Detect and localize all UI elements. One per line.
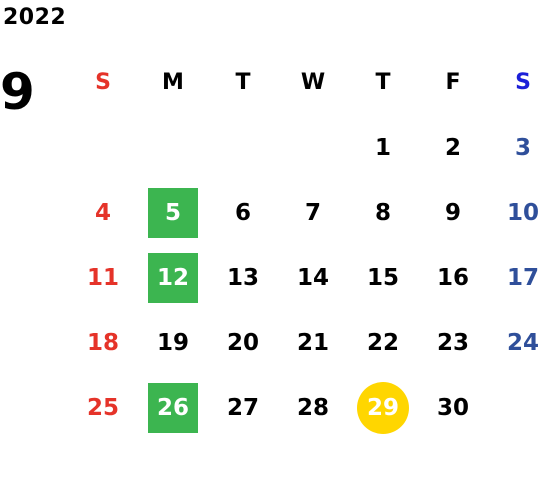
- day-cell-16[interactable]: 16: [436, 264, 469, 291]
- day-highlight-green: 5: [148, 187, 198, 238]
- weekday-header-thu: T: [375, 70, 391, 95]
- day-cell-20[interactable]: 20: [226, 329, 259, 356]
- day-cell-13[interactable]: 13: [226, 264, 259, 291]
- day-cell-29[interactable]: 29: [348, 375, 418, 440]
- weekday-header-fri: F: [445, 70, 461, 95]
- day-cell-23[interactable]: 23: [436, 329, 469, 356]
- day-highlight-yellow: 29: [357, 381, 409, 434]
- day-cell-15[interactable]: 15: [366, 264, 399, 291]
- day-highlight-green: 26: [148, 382, 198, 433]
- day-cell-empty: [278, 115, 348, 180]
- day-cell-empty: [208, 115, 278, 180]
- year-label: 2022: [3, 5, 67, 30]
- weekday-header-mon: M: [162, 70, 184, 95]
- day-cell-22[interactable]: 22: [366, 329, 399, 356]
- day-cell-10[interactable]: 10: [506, 199, 539, 226]
- day-cell-7[interactable]: 7: [304, 199, 321, 226]
- weekday-header-wed: W: [300, 70, 326, 95]
- day-cell-empty: [68, 115, 138, 180]
- day-cell-17[interactable]: 17: [506, 264, 539, 291]
- month-number: 9: [0, 63, 35, 121]
- day-cell-5[interactable]: 5: [138, 180, 208, 245]
- calendar-grid: S M T W T F S 1 2 3 4 5 6 7 8 9 10 11 12…: [68, 50, 548, 440]
- day-cell-24[interactable]: 24: [506, 329, 539, 356]
- day-cell-6[interactable]: 6: [234, 199, 251, 226]
- day-cell-28[interactable]: 28: [296, 394, 329, 421]
- day-cell-27[interactable]: 27: [226, 394, 259, 421]
- day-cell-11[interactable]: 11: [86, 264, 119, 291]
- day-highlight-green: 12: [148, 252, 198, 303]
- weekday-header-sun: S: [95, 70, 111, 95]
- day-cell-2[interactable]: 2: [444, 134, 461, 161]
- day-cell-3[interactable]: 3: [514, 134, 531, 161]
- day-cell-4[interactable]: 4: [94, 199, 111, 226]
- day-cell-1[interactable]: 1: [374, 134, 391, 161]
- day-cell-21[interactable]: 21: [296, 329, 329, 356]
- weekday-header-tue: T: [235, 70, 251, 95]
- day-cell-9[interactable]: 9: [444, 199, 461, 226]
- weekday-header-sat: S: [515, 70, 531, 95]
- day-cell-8[interactable]: 8: [374, 199, 391, 226]
- day-cell-30[interactable]: 30: [436, 394, 469, 421]
- day-cell-25[interactable]: 25: [86, 394, 119, 421]
- day-cell-empty: [138, 115, 208, 180]
- day-cell-empty: [488, 375, 548, 440]
- day-cell-18[interactable]: 18: [86, 329, 119, 356]
- day-cell-19[interactable]: 19: [156, 329, 189, 356]
- day-cell-26[interactable]: 26: [138, 375, 208, 440]
- day-cell-14[interactable]: 14: [296, 264, 329, 291]
- day-cell-12[interactable]: 12: [138, 245, 208, 310]
